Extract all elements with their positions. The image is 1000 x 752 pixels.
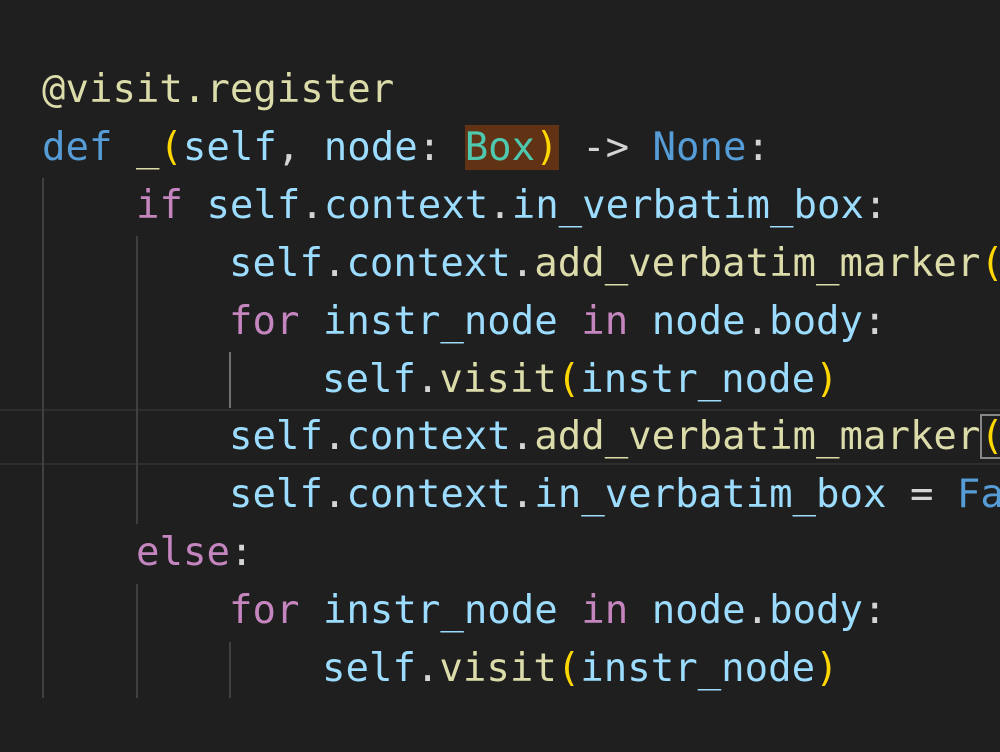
code-token-var: in_verbatim_box <box>534 472 887 517</box>
code-token-var: body <box>769 299 864 344</box>
code-token-plain <box>299 299 322 344</box>
code-token-var: instr_node <box>580 357 816 402</box>
code-token-var: node <box>651 588 746 633</box>
code-token-plain <box>628 299 651 344</box>
code-token-fn: add_verbatim_marker <box>534 241 981 286</box>
code-token-ctrl: in <box>581 588 629 633</box>
indent-guide <box>42 178 44 698</box>
code-token-br1: ) <box>535 125 559 170</box>
code-token-plain <box>112 125 135 170</box>
code-token-type: Box <box>464 125 536 170</box>
code-token-plain <box>558 299 581 344</box>
code-token-var: in_verbatim_box <box>511 183 864 228</box>
code-token-plain: . <box>510 241 535 286</box>
indent-guide <box>136 236 138 524</box>
code-line[interactable]: for instr_node in node.body: <box>229 293 887 351</box>
code-token-plain: : <box>746 125 770 170</box>
code-token-plain: -> <box>558 125 653 170</box>
code-token-plain <box>299 588 322 633</box>
current-line-highlight <box>0 409 1000 465</box>
code-token-plain: : <box>417 125 465 170</box>
code-token-plain: . <box>510 414 535 459</box>
code-token-var: self <box>322 646 416 691</box>
code-line[interactable]: else: <box>136 524 253 582</box>
code-token-fn: add_verbatim_marker <box>534 414 981 459</box>
code-token-ctrl: if <box>136 183 183 228</box>
code-token-ctrl: for <box>229 588 300 633</box>
code-line[interactable]: self.visit(instr_node) <box>322 640 839 698</box>
code-token-var: node <box>651 299 746 344</box>
code-token-var: context <box>346 414 511 459</box>
code-token-var: context <box>346 472 511 517</box>
code-token-ctrl: for <box>229 299 300 344</box>
code-token-ctrl: else <box>136 530 230 575</box>
code-token-plain <box>558 588 581 633</box>
code-token-fn: visit <box>439 646 557 691</box>
code-token-kw: def <box>42 125 113 170</box>
code-token-plain: . <box>510 472 535 517</box>
code-token-br1: ( <box>556 357 581 402</box>
code-token-var: body <box>769 588 864 633</box>
code-token-var: instr_node <box>322 588 558 633</box>
indent-guide-active <box>229 352 231 408</box>
indent-guide <box>229 642 231 698</box>
code-token-const: Fa <box>956 472 1000 517</box>
code-token-br1: ( <box>980 241 1000 286</box>
code-token-plain: . <box>322 241 347 286</box>
code-line[interactable]: def _(self, node: Box) -> None: <box>42 119 770 177</box>
code-token-plain: . <box>415 646 440 691</box>
code-token-plain: . <box>322 472 347 517</box>
code-token-plain: : <box>863 183 888 228</box>
code-token-plain: : <box>863 588 887 633</box>
code-token-plain: . <box>745 299 770 344</box>
code-token-var: self <box>229 414 323 459</box>
code-token-ctrl: in <box>581 299 629 344</box>
code-token-br1: ( <box>556 646 581 691</box>
code-token-plain: . <box>322 414 347 459</box>
code-token-plain: = <box>886 472 957 517</box>
code-token-const: None <box>652 125 747 170</box>
code-token-plain: : <box>863 299 887 344</box>
code-token-br1: ) <box>815 646 839 691</box>
code-line[interactable]: for instr_node in node.body: <box>229 582 887 640</box>
code-token-plain: . <box>415 357 440 402</box>
code-token-br1: ( <box>980 414 1000 459</box>
code-token-var: self <box>229 241 323 286</box>
code-token-var: instr_node <box>580 646 816 691</box>
code-token-var: node <box>323 125 418 170</box>
code-token-plain: : <box>229 530 254 575</box>
code-token-plain: . <box>488 183 512 228</box>
code-token-var: context <box>323 183 489 228</box>
code-token-plain: . <box>745 588 770 633</box>
code-line[interactable]: @visit.register <box>42 61 394 119</box>
code-line[interactable]: if self.context.in_verbatim_box: <box>136 177 887 235</box>
code-token-var: self <box>206 183 301 228</box>
code-line[interactable]: self.context.add_verbatim_marker(V <box>229 235 1000 293</box>
code-token-br1: ( <box>159 125 183 170</box>
code-token-deco: @visit.register <box>42 67 395 112</box>
code-token-fn: _ <box>135 125 160 170</box>
code-token-plain <box>628 588 651 633</box>
indent-guide <box>136 584 138 698</box>
code-token-br1: ) <box>815 357 839 402</box>
code-token-var: self <box>229 472 323 517</box>
code-token-var: context <box>346 241 511 286</box>
code-token-plain <box>183 183 206 228</box>
code-token-fn: visit <box>439 357 557 402</box>
code-line-current[interactable]: self.context.add_verbatim_marker(V <box>229 408 1000 466</box>
code-token-var: self <box>182 125 277 170</box>
code-line[interactable]: self.context.in_verbatim_box = Fa <box>229 466 1000 524</box>
code-token-plain: . <box>300 183 324 228</box>
code-line[interactable]: self.visit(instr_node) <box>322 351 839 409</box>
code-token-plain: , <box>276 125 324 170</box>
code-token-var: instr_node <box>322 299 558 344</box>
code-token-var: self <box>322 357 416 402</box>
